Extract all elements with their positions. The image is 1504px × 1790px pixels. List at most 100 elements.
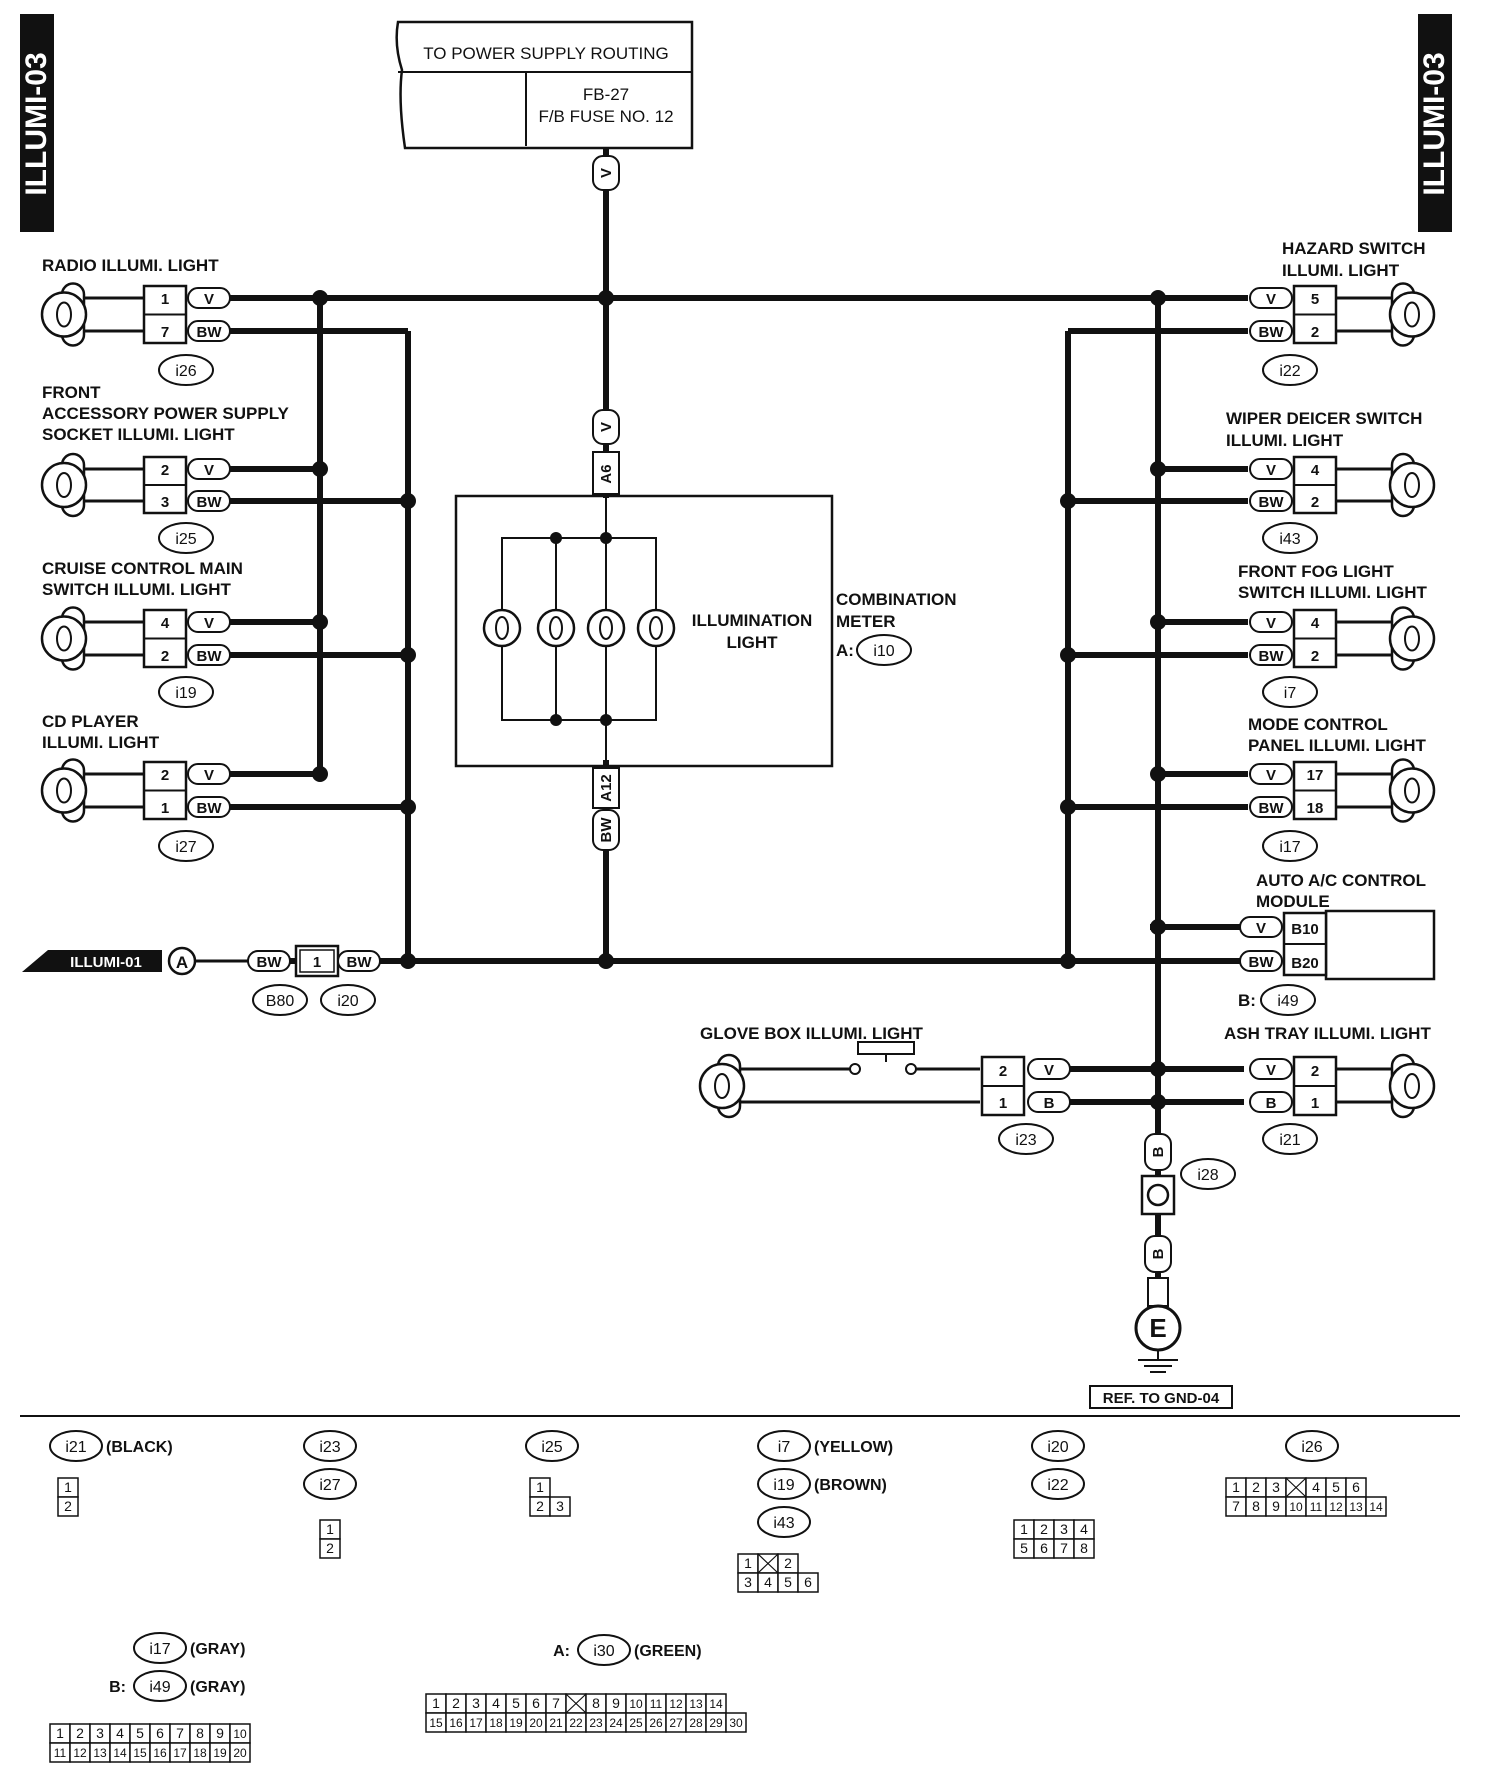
legend-pin: 15	[429, 1716, 443, 1730]
legend-pin: 3	[744, 1574, 752, 1590]
legend-pin: 7	[552, 1695, 560, 1711]
connector-i17: i17	[1279, 839, 1300, 856]
pin-number: 1	[161, 291, 169, 308]
ash-tray-illumi-light: ASH TRAY ILLUMI. LIGHT V B 2 1 i21	[1150, 1024, 1436, 1155]
legend-pin: 18	[193, 1746, 207, 1760]
connector-i27: i27	[175, 839, 196, 856]
light-label: ACCESSORY POWER SUPPLY	[42, 404, 290, 423]
wire-network	[220, 148, 1244, 1300]
pin-number: 2	[161, 767, 169, 784]
legend-pin: 2	[64, 1498, 72, 1514]
wire-color: V	[1266, 462, 1276, 479]
connector-i19: i19	[175, 685, 196, 702]
wire-color: V	[204, 462, 214, 479]
ac-module-pin-2: B20	[1291, 955, 1319, 972]
svg-text:2: 2	[1311, 1063, 1319, 1080]
ac-module-pin-1: B10	[1291, 921, 1319, 938]
legend-connector-id: i19	[773, 1477, 794, 1494]
page-code-left: ILLUMI-03	[20, 52, 53, 195]
bulb-icon	[40, 767, 88, 814]
bulb-icon	[1388, 767, 1436, 814]
legend-pin: 6	[156, 1725, 164, 1741]
legend-pin: 4	[116, 1725, 124, 1741]
legend-connector-id: i22	[1047, 1477, 1068, 1494]
legend-block-2: i23 i27 1 2	[303, 1430, 357, 1559]
legend-pin: 13	[1349, 1500, 1363, 1514]
svg-text:1: 1	[313, 954, 321, 971]
legend-pin: 19	[509, 1716, 523, 1730]
legend-color: (BROWN)	[814, 1477, 887, 1494]
ground: B i28 B E REF. TO GND-04	[1089, 1133, 1236, 1409]
legend-pin: 20	[529, 1716, 543, 1730]
legend-pin: 17	[469, 1716, 483, 1730]
legend-pin: 27	[669, 1716, 683, 1730]
light-label: CD PLAYER	[42, 712, 139, 731]
bulb-icon	[40, 615, 88, 662]
pin-number: 2	[1311, 324, 1319, 341]
light-label: WIPER DEICER SWITCH	[1226, 409, 1422, 428]
legend-pin: 4	[1312, 1479, 1320, 1495]
legend-connector-id: i49	[149, 1679, 170, 1696]
legend-pin: 2	[326, 1540, 334, 1556]
illumination-label-1: ILLUMINATION	[692, 611, 813, 630]
legend-pin: 1	[64, 1479, 72, 1495]
pin-number: 1	[161, 800, 169, 817]
legend-pin: 1	[326, 1521, 334, 1537]
bulb-icon	[40, 291, 88, 338]
legend-pin: 1	[432, 1695, 440, 1711]
legend-connector-id: i25	[541, 1439, 562, 1456]
legend-connector-id: i26	[1301, 1439, 1322, 1456]
legend-pin: 7	[1060, 1540, 1068, 1556]
connector-i7: i7	[1284, 685, 1297, 702]
legend-pin: 15	[133, 1746, 147, 1760]
connector-i22: i22	[1279, 363, 1300, 380]
pin-number: 4	[161, 615, 170, 632]
light-label: SWITCH ILLUMI. LIGHT	[42, 580, 231, 599]
pin-number: 2	[161, 462, 169, 479]
connector-i49: i49	[1277, 993, 1298, 1010]
legend-pin: 24	[609, 1716, 623, 1730]
wire-color: BW	[1259, 648, 1285, 665]
legend-pin: 22	[569, 1716, 583, 1730]
legend-connector-id: i23	[319, 1439, 340, 1456]
svg-text:BW: BW	[257, 954, 283, 971]
legend-pin: 6	[804, 1574, 812, 1590]
illumi-01-label: ILLUMI-01	[70, 954, 142, 971]
legend-pin: 16	[449, 1716, 463, 1730]
legend-pin: 2	[784, 1555, 792, 1571]
connector-i25: i25	[175, 531, 196, 548]
legend-connector-id: i20	[1047, 1439, 1068, 1456]
connector-i26: i26	[175, 363, 196, 380]
legend-pin: 9	[612, 1695, 620, 1711]
pin-number: 7	[161, 324, 169, 341]
svg-text:B: B	[1150, 1146, 1167, 1157]
legend-pin: 6	[1040, 1540, 1048, 1556]
legend-connector-id: i21	[65, 1439, 86, 1456]
legend-pin: 19	[213, 1746, 227, 1760]
svg-text:V: V	[598, 422, 615, 432]
legend-pin: 7	[1232, 1498, 1240, 1514]
ac-module-label-2: MODULE	[1256, 892, 1330, 911]
wire-color: BW	[1259, 800, 1285, 817]
wire-color: V	[204, 615, 214, 632]
legend-pin: 3	[96, 1725, 104, 1741]
legend-pin: 11	[650, 1697, 663, 1711]
legend-connector-id: i27	[319, 1477, 340, 1494]
light-label: RADIO ILLUMI. LIGHT	[42, 256, 219, 275]
connector-b80: B80	[266, 993, 295, 1010]
illumi-01-letter: A	[176, 953, 188, 972]
pin-number: 2	[161, 648, 169, 665]
legend-pin: 5	[1332, 1479, 1340, 1495]
legend-pin: 12	[669, 1697, 683, 1711]
pin-number: 17	[1307, 767, 1324, 784]
legend-color: (BLACK)	[106, 1439, 173, 1456]
svg-text:2: 2	[999, 1063, 1007, 1080]
